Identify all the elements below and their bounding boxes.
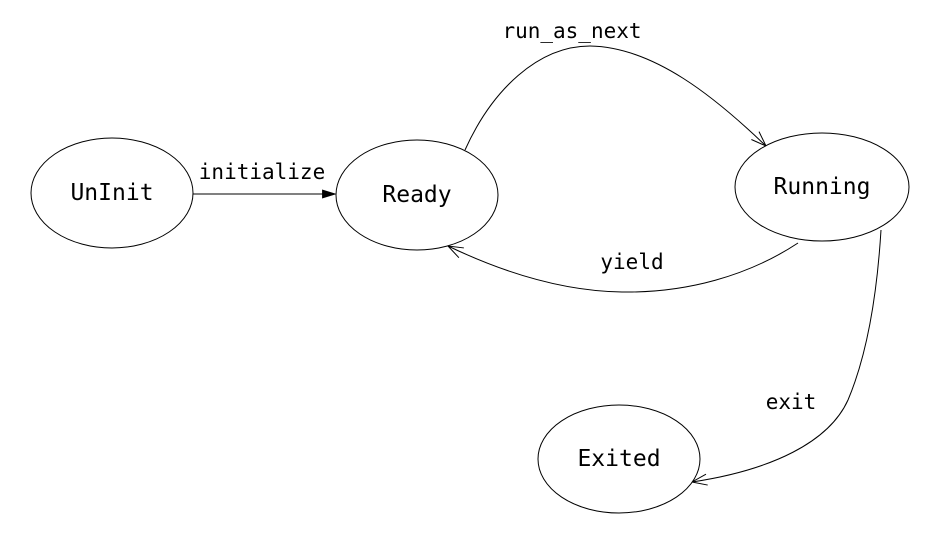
edge-run_as_next-path [464, 45, 767, 151]
state-label-running: Running [774, 174, 871, 200]
edge-label-initialize: initialize [199, 160, 325, 184]
state-node-exited [537, 404, 701, 514]
edge-exit-path [691, 229, 882, 483]
state-label-uninit: UnInit [70, 180, 153, 206]
state-node-ready [335, 139, 499, 251]
edge-label-yield: yield [600, 250, 663, 274]
state-label-ready: Ready [382, 182, 451, 208]
edge-yield-path [447, 242, 799, 293]
state-node-uninit [30, 137, 194, 249]
state-label-exited: Exited [577, 446, 660, 472]
edge-label-run_as_next: run_as_next [502, 19, 641, 43]
state-node-running [734, 132, 910, 242]
edge-label-exit: exit [766, 390, 817, 414]
edge-initialize-arrowhead-icon [322, 189, 337, 199]
